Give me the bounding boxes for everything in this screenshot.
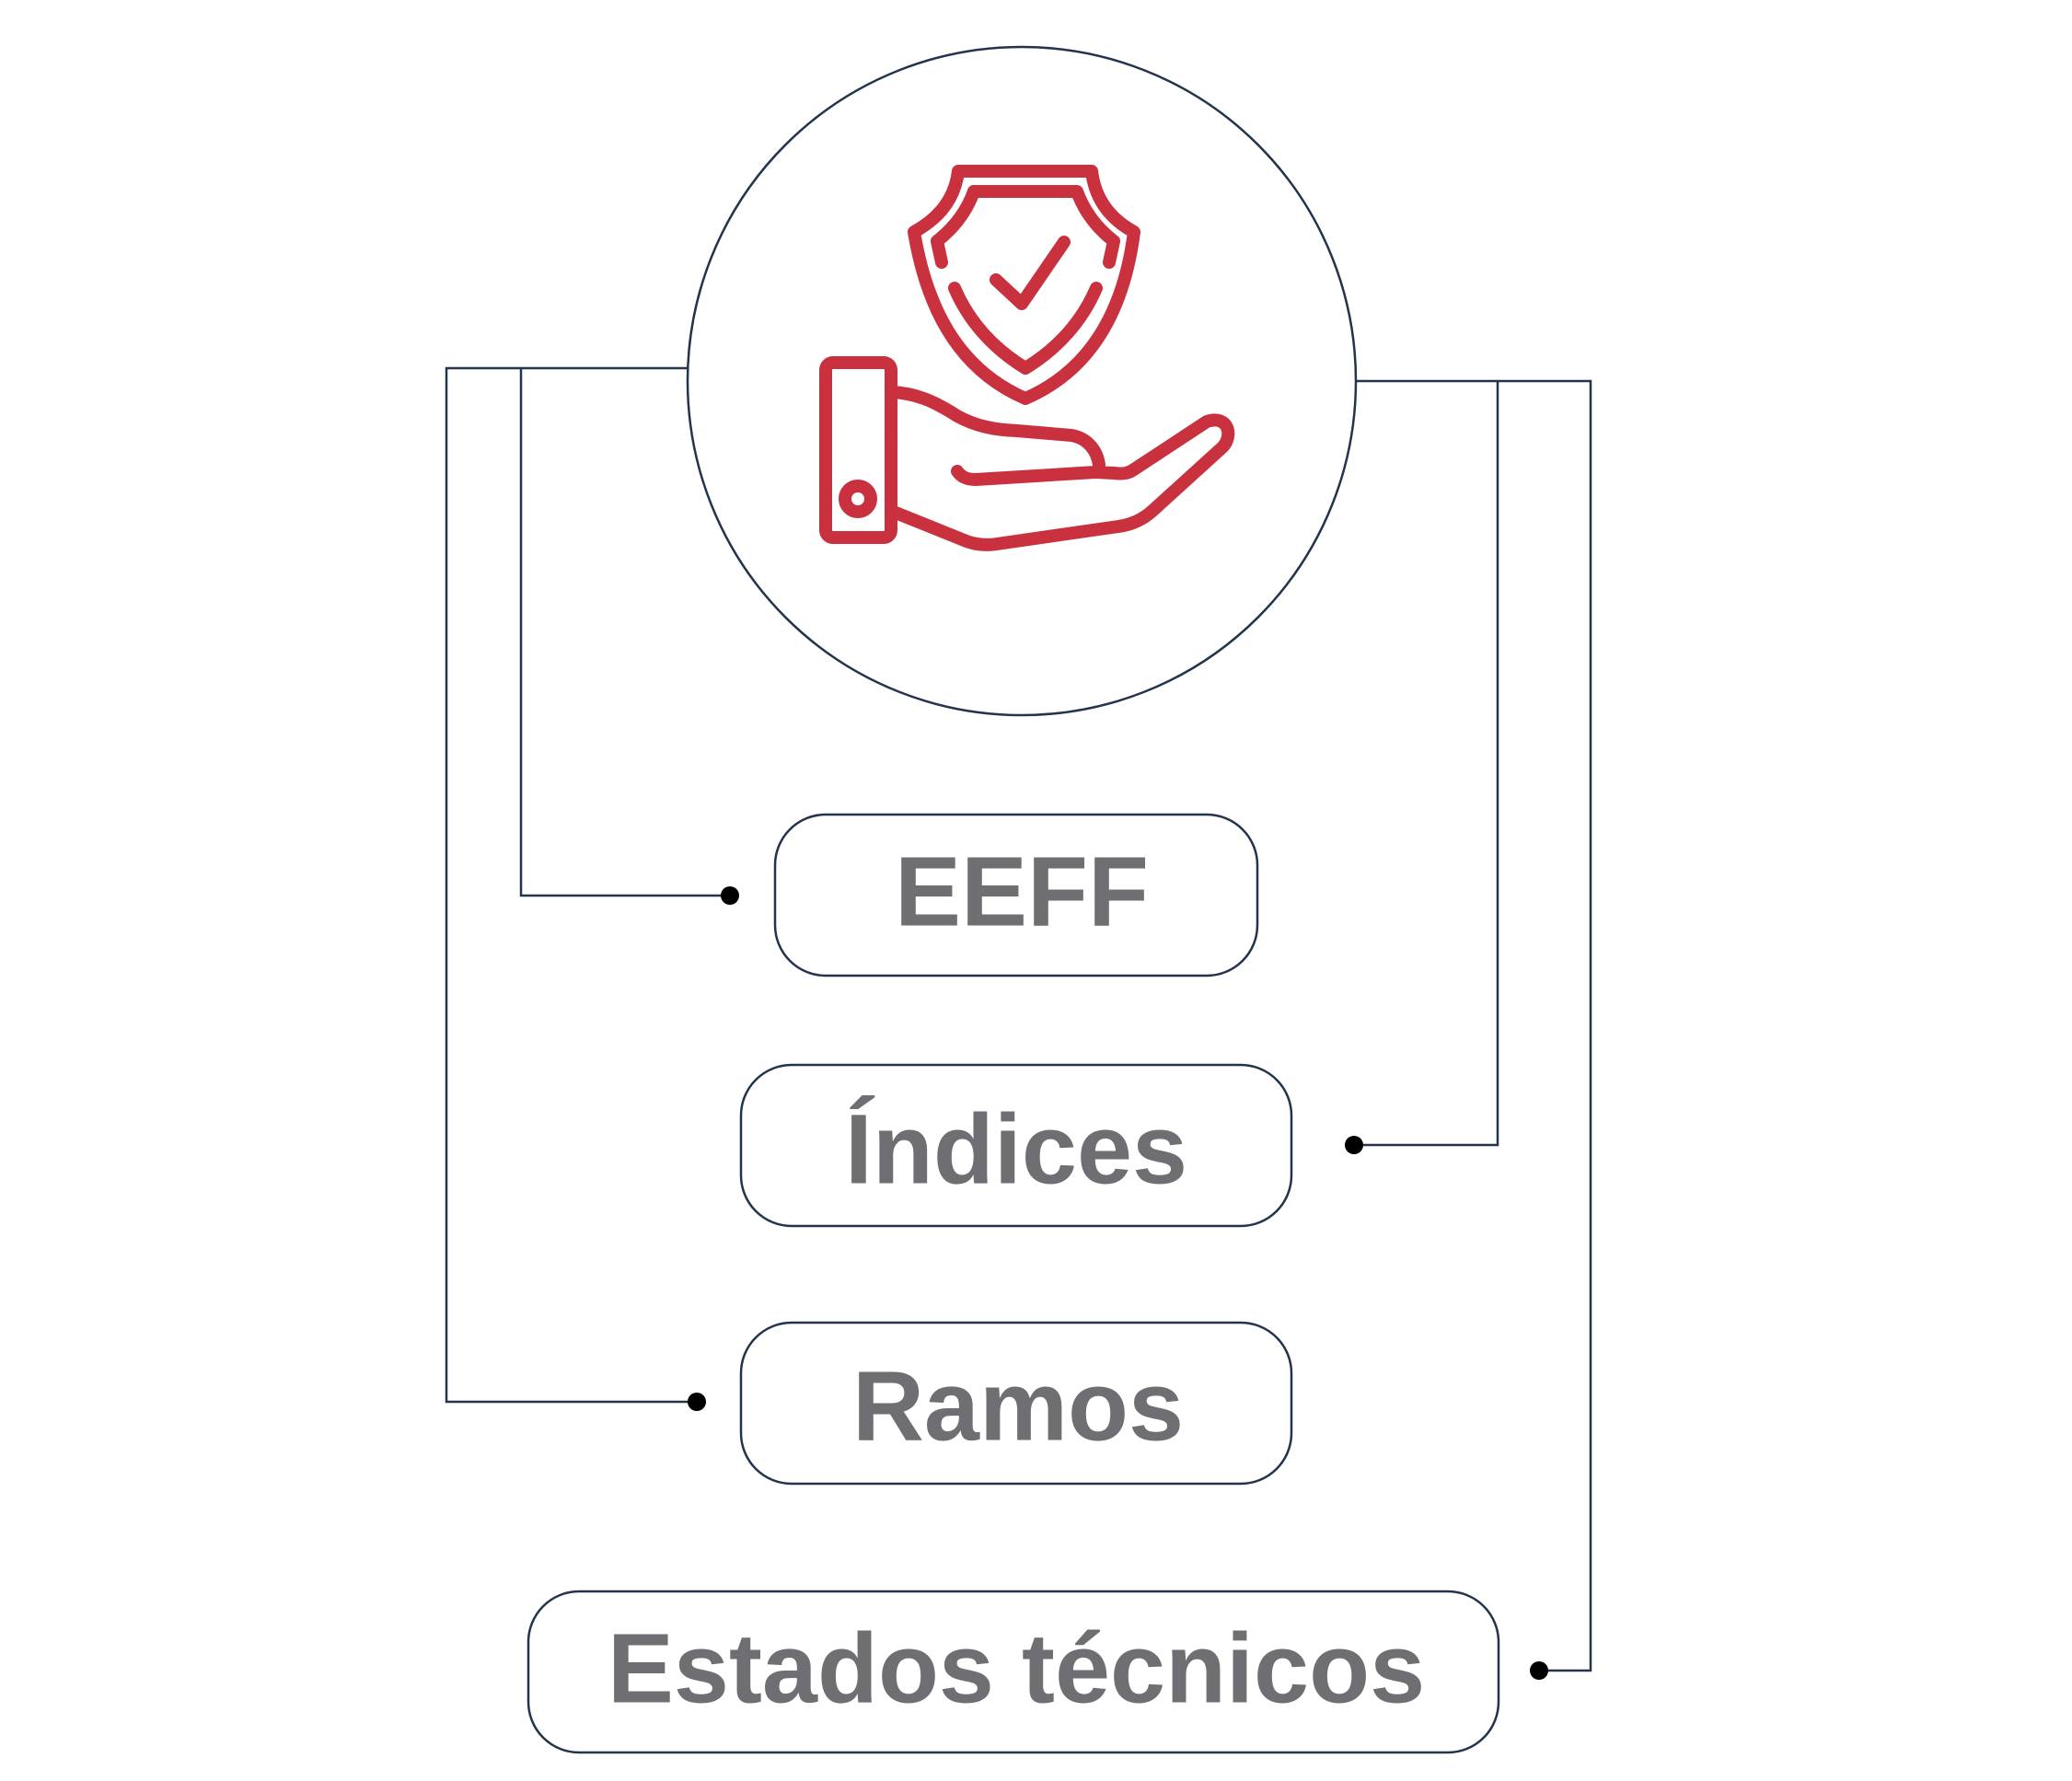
- pill-label-ramos: Ramos: [852, 1350, 1184, 1462]
- shield-inner-bottom-icon: [948, 282, 1103, 375]
- pill-ramos: [739, 1321, 1293, 1486]
- pill-label-eeff: EEFF: [895, 836, 1149, 947]
- connector-eeff: [519, 368, 730, 897]
- cuff-button-icon: [839, 480, 877, 518]
- pill-estados-tecnicos: [527, 1590, 1500, 1754]
- dot-ramos: [688, 1393, 706, 1411]
- shield-inner-icon: [967, 185, 1120, 269]
- pill-label-estados-tecnicos: Estados técnicos: [608, 1613, 1425, 1724]
- pill-eeff: [773, 813, 1259, 977]
- connector-dots: [688, 886, 1548, 1680]
- dot-indices: [1345, 1136, 1363, 1154]
- pill-indices: [739, 1063, 1293, 1228]
- pill-label-indices: Índices: [845, 1093, 1187, 1205]
- hand-icon: [885, 386, 1235, 551]
- connectors: [445, 366, 1592, 1672]
- shield-inner-left-icon: [931, 185, 980, 269]
- item-ramos: Ramos: [739, 1321, 1293, 1486]
- item-indices: Índices: [739, 1063, 1293, 1228]
- connector-indices: [1354, 381, 1499, 1147]
- connector-ramos: [445, 366, 697, 1404]
- dot-eeff: [721, 886, 739, 905]
- check-icon: [990, 236, 1071, 310]
- dot-estados-tecnicos: [1530, 1661, 1548, 1680]
- item-eeff: EEFF: [773, 813, 1259, 977]
- hand-holding-shield-check-icon: [819, 165, 1235, 551]
- center-node: [686, 45, 1358, 717]
- item-estados-tecnicos: Estados técnicos: [527, 1590, 1500, 1754]
- shield-outer-icon: [908, 165, 1140, 405]
- connector-estados-tecnicos: [1353, 379, 1592, 1672]
